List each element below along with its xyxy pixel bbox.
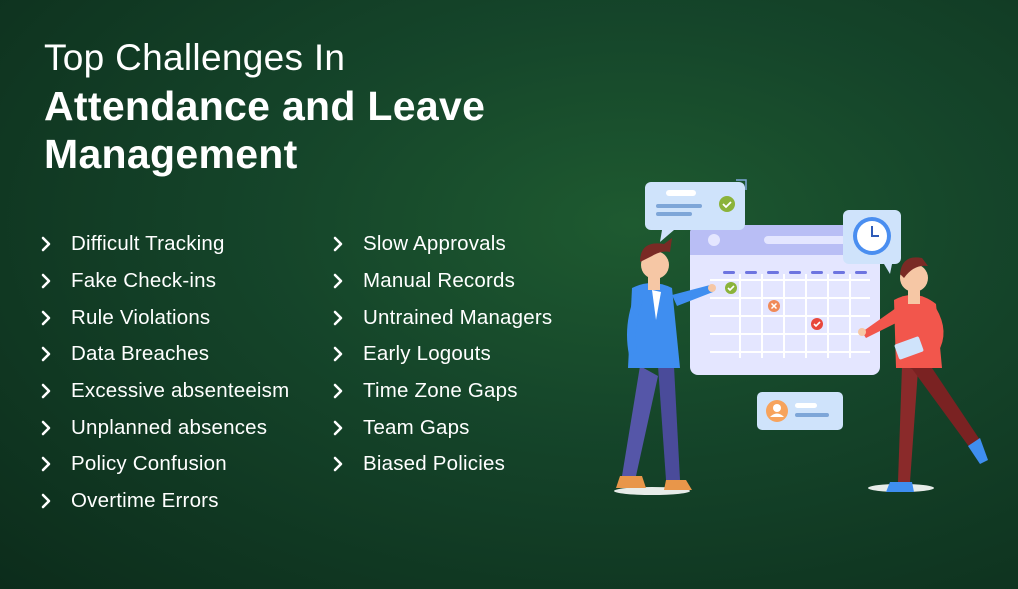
list-item: Untrained Managers	[332, 299, 552, 336]
list-item-label: Biased Policies	[363, 452, 506, 476]
list-item: Unplanned absences	[40, 409, 289, 446]
challenges-list-right: Slow Approvals Manual Records Untrained …	[332, 226, 552, 483]
clock-icon	[843, 210, 901, 274]
list-item: Overtime Errors	[40, 483, 289, 520]
list-item-label: Team Gaps	[363, 415, 470, 439]
chevron-right-icon	[40, 273, 52, 289]
list-item: Policy Confusion	[40, 446, 289, 483]
list-item-label: Untrained Managers	[363, 305, 553, 329]
profile-card-icon	[757, 392, 843, 430]
attendance-illustration	[614, 179, 988, 495]
chevron-right-icon	[332, 383, 344, 399]
list-item-label: Slow Approvals	[363, 232, 506, 256]
chevron-right-icon	[332, 236, 344, 252]
chat-bubble-icon	[645, 179, 747, 242]
title-line-1: Top Challenges In	[44, 37, 346, 78]
list-item-label: Data Breaches	[71, 342, 210, 366]
chevron-right-icon	[40, 420, 52, 436]
chevron-right-icon	[332, 456, 344, 472]
chevron-right-icon	[40, 236, 52, 252]
list-item: Data Breaches	[40, 336, 289, 373]
list-item-label: Excessive absenteeism	[71, 379, 290, 403]
page-title: Top Challenges In Attendance and Leave M…	[44, 36, 485, 176]
list-item-label: Manual Records	[363, 269, 516, 293]
person-right	[858, 257, 988, 492]
chevron-right-icon	[332, 346, 344, 362]
list-item-label: Difficult Tracking	[71, 232, 225, 256]
list-item-label: Unplanned absences	[71, 415, 268, 439]
chevron-right-icon	[332, 273, 344, 289]
chevron-right-icon	[40, 493, 52, 509]
title-line-3: Management	[44, 131, 298, 177]
list-item: Fake Check-ins	[40, 263, 289, 300]
title-line-2: Attendance and Leave	[44, 83, 486, 129]
list-item: Manual Records	[332, 263, 552, 300]
list-item-label: Early Logouts	[363, 342, 491, 366]
chevron-right-icon	[40, 383, 52, 399]
list-item: Difficult Tracking	[40, 226, 289, 263]
list-item-label: Policy Confusion	[71, 452, 227, 476]
chevron-right-icon	[332, 310, 344, 326]
calendar-icon	[690, 225, 880, 375]
list-item: Biased Policies	[332, 446, 552, 483]
list-item-label: Time Zone Gaps	[363, 379, 518, 403]
list-item: Excessive absenteeism	[40, 373, 289, 410]
chevron-right-icon	[40, 456, 52, 472]
list-item: Rule Violations	[40, 299, 289, 336]
list-item: Early Logouts	[332, 336, 552, 373]
list-item: Team Gaps	[332, 409, 552, 446]
list-item: Slow Approvals	[332, 226, 552, 263]
list-item-label: Rule Violations	[71, 305, 211, 329]
challenges-list-left: Difficult Tracking Fake Check-ins Rule V…	[40, 226, 289, 520]
person-left	[616, 238, 716, 490]
list-item: Time Zone Gaps	[332, 373, 552, 410]
list-item-label: Overtime Errors	[71, 489, 219, 513]
chevron-right-icon	[40, 310, 52, 326]
chevron-right-icon	[332, 420, 344, 436]
list-item-label: Fake Check-ins	[71, 269, 217, 293]
chevron-right-icon	[40, 346, 52, 362]
